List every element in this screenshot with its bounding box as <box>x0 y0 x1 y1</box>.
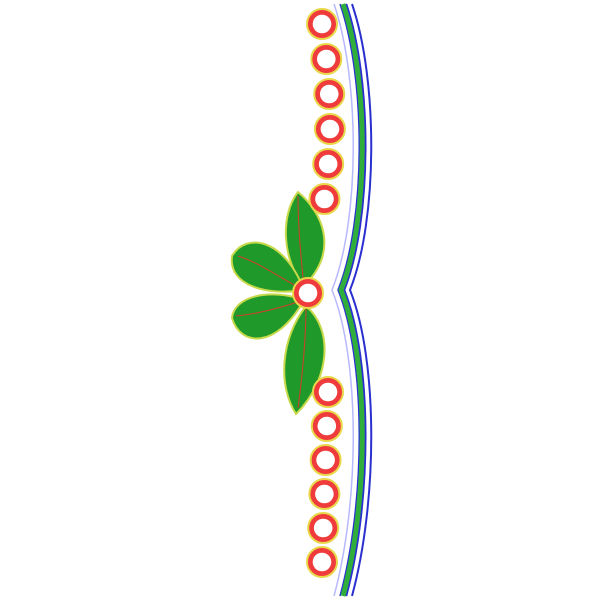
leaf-vein-upper <box>297 195 305 287</box>
upper-ring <box>313 78 346 110</box>
upper-ring-hole <box>316 49 336 69</box>
upper-ring <box>313 113 346 145</box>
upper-ring-hole <box>319 84 339 104</box>
upper-ring <box>306 8 338 40</box>
lower-ring <box>309 444 342 476</box>
lower-ring-hole <box>316 450 335 470</box>
center-ring <box>292 277 324 309</box>
upper-ring-column <box>306 8 346 215</box>
lower-ring <box>307 512 340 544</box>
upper-ring-hole <box>312 14 332 34</box>
band-green-satin <box>338 3 365 597</box>
band-light-line <box>331 3 354 597</box>
lower-ring <box>308 478 341 510</box>
lower-ring-hole <box>318 382 338 402</box>
lower-ring <box>312 376 344 408</box>
leaf-upper-left <box>230 241 306 293</box>
upper-ring-hole <box>318 154 338 174</box>
band-blue-middle-line <box>348 3 373 597</box>
leaf-vein-lower <box>297 305 307 409</box>
band-blue-inner-line <box>337 3 360 597</box>
center-ring <box>292 277 324 309</box>
center-ring-hole <box>298 283 318 303</box>
lower-ring <box>306 546 338 578</box>
stitched-band <box>331 3 373 597</box>
lower-ring-hole <box>317 416 337 436</box>
band-blue-outer-line <box>342 3 367 597</box>
upper-ring <box>312 148 345 180</box>
lower-ring-hole <box>313 518 333 538</box>
lower-ring <box>310 410 343 442</box>
upper-ring <box>308 183 341 215</box>
leaf-upper <box>284 190 326 288</box>
upper-ring-hole <box>320 119 340 139</box>
upper-ring <box>310 43 343 75</box>
upper-ring-hole <box>315 189 334 209</box>
lower-ring-column <box>306 376 344 578</box>
lower-ring-hole <box>315 484 334 504</box>
lower-ring-hole <box>312 552 332 572</box>
